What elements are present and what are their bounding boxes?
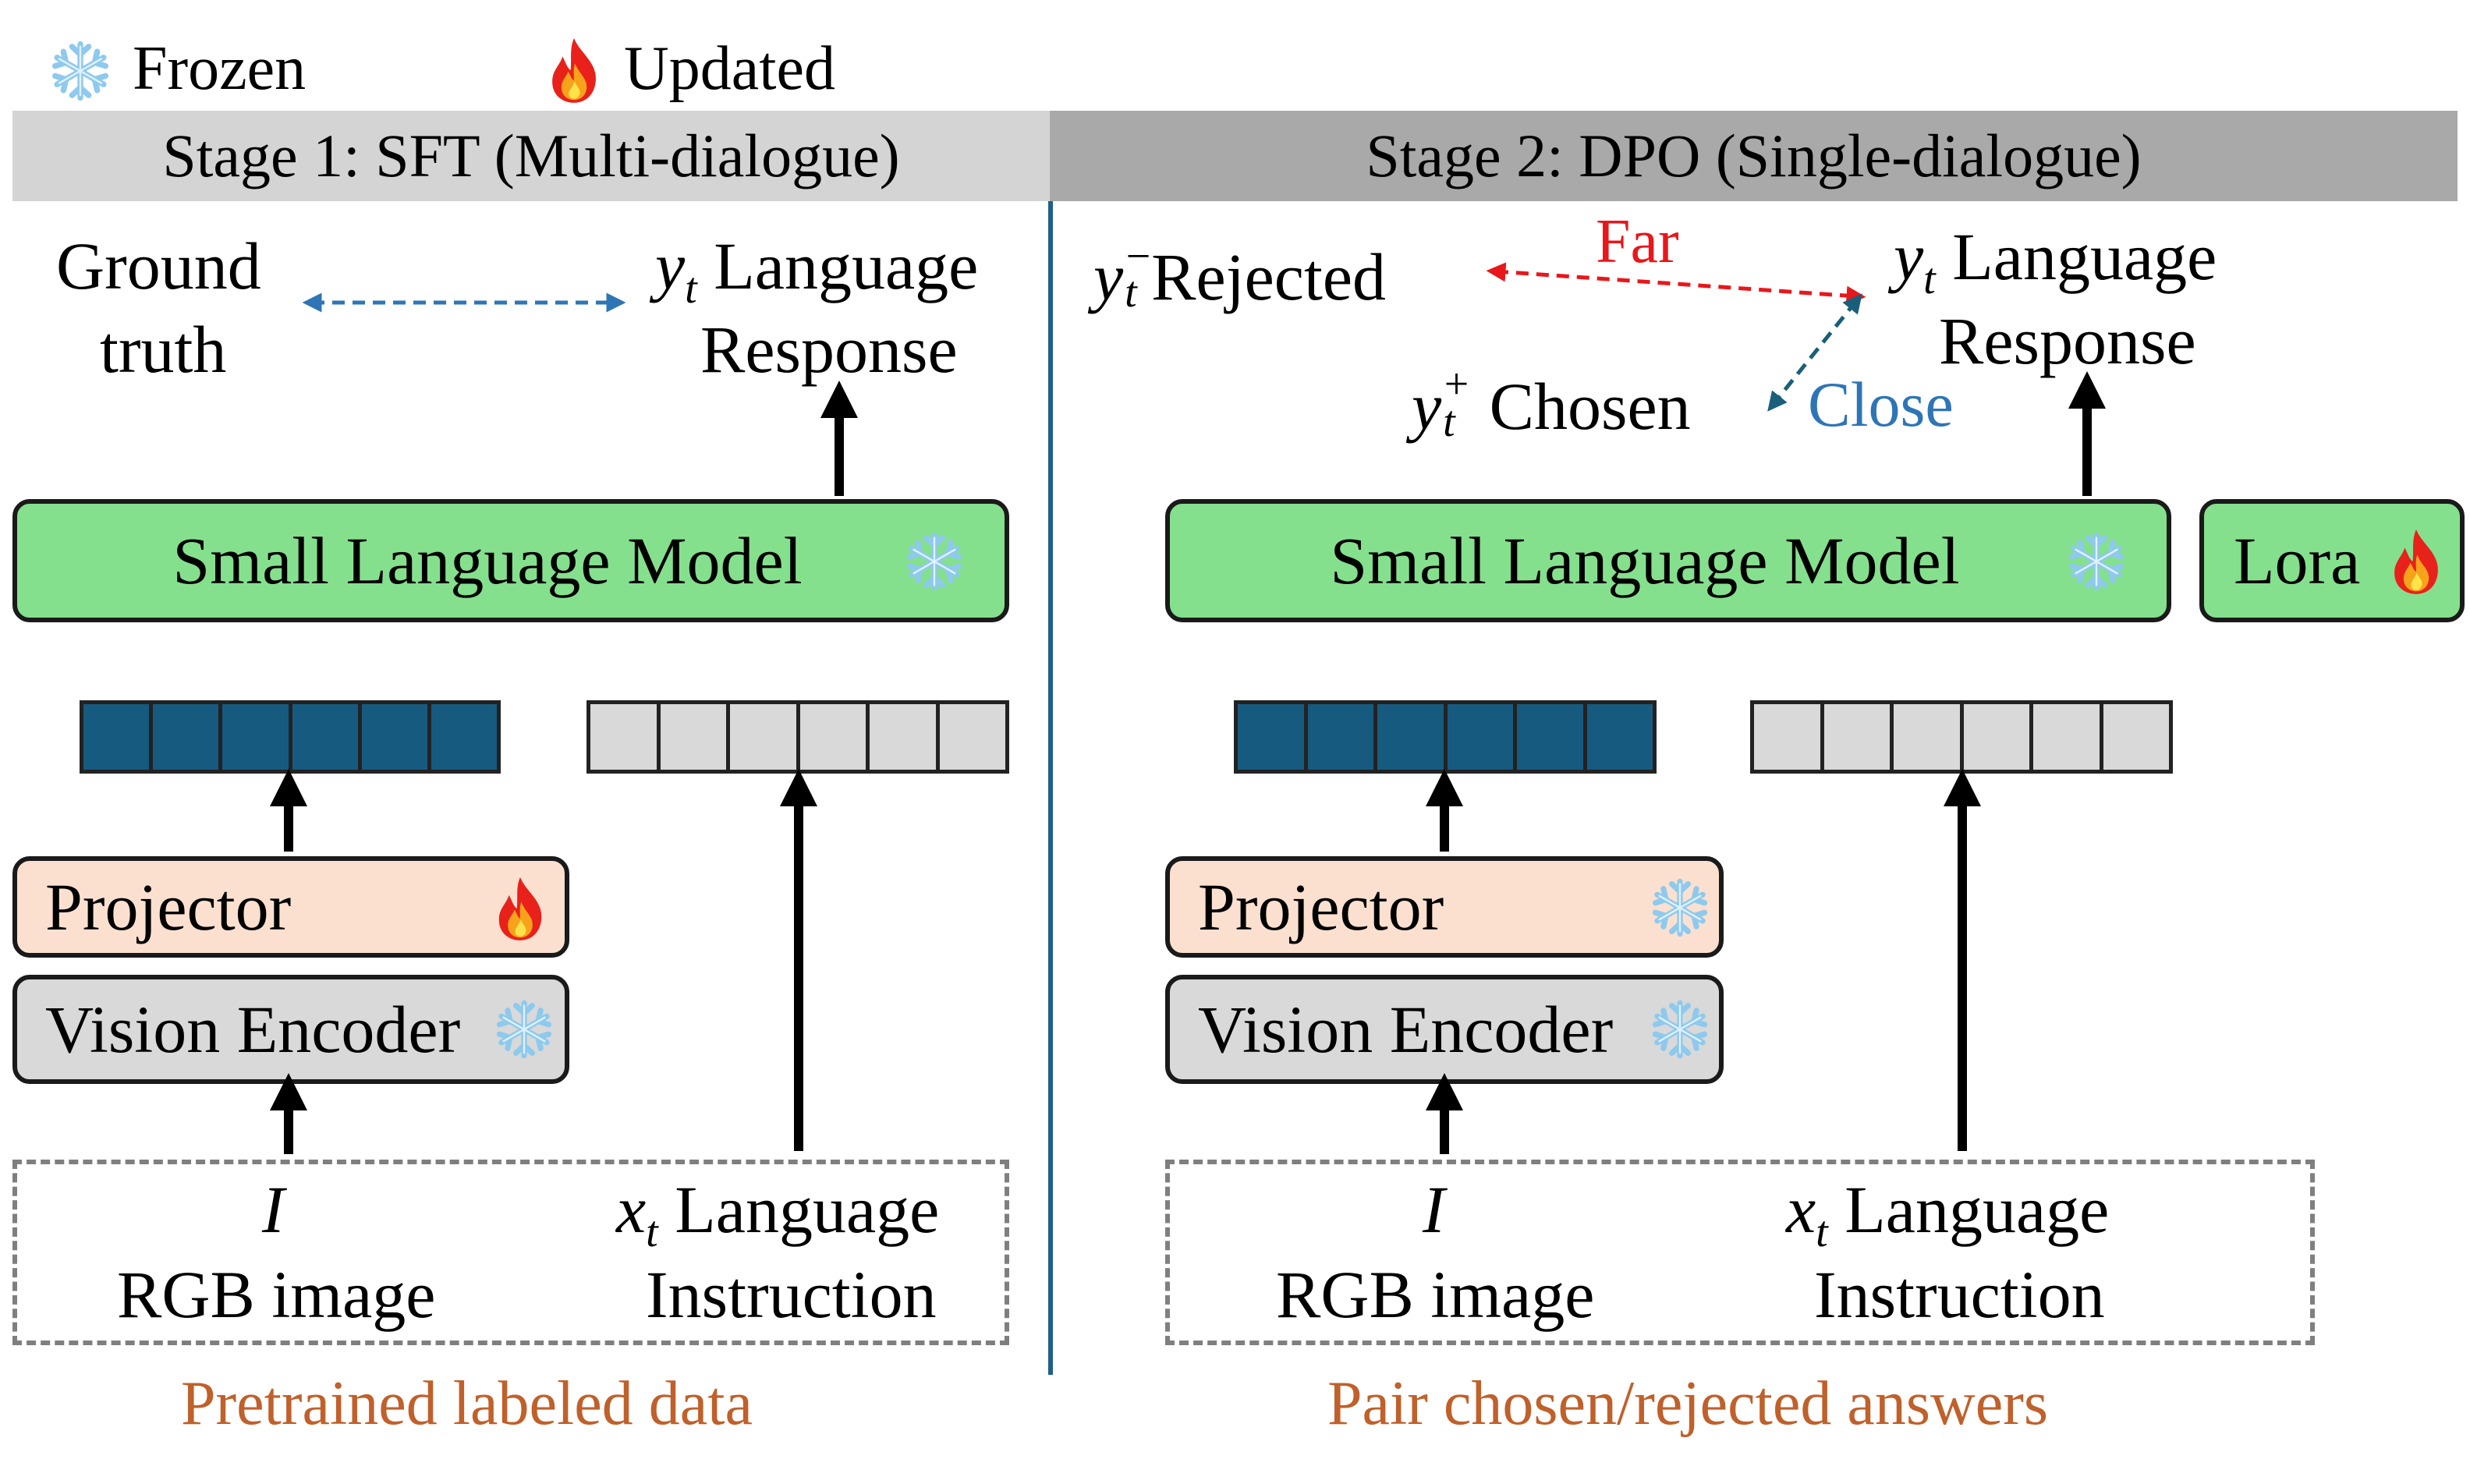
response-subscript: t	[685, 264, 697, 313]
far-label: Far	[1596, 207, 1679, 276]
stage1-image-symbol: I	[262, 1172, 285, 1247]
chosen-text: Chosen	[1489, 369, 1691, 444]
chosen-symbol: y	[1412, 369, 1442, 444]
stage1-instruction-line2: Instruction	[646, 1257, 937, 1332]
ground-truth-line1: Ground	[56, 228, 261, 303]
stage2-response-line2: Response	[1939, 303, 2196, 378]
chosen-superscript: +	[1441, 360, 1471, 409]
stage2-response: yt Language	[1894, 223, 2217, 301]
projector-label: Projector	[1198, 870, 1444, 944]
vision-label: Vision Encoder	[45, 992, 461, 1067]
stage2-projector: Projector	[1165, 856, 1724, 958]
stage1-response: yt Language	[655, 232, 978, 310]
stage1-title: Stage 1: SFT (Multi-dialogue)	[162, 122, 900, 189]
response-line1: Language	[1952, 219, 2217, 294]
slm-label: Small Language Model	[172, 523, 803, 598]
legend-frozen-label: Frozen	[133, 34, 307, 103]
response-symbol: y	[655, 228, 686, 303]
rejected-symbol: y	[1093, 239, 1124, 314]
stage2-small-language-model: Small Language Model	[1165, 499, 2171, 622]
close-label: Close	[1808, 369, 1954, 440]
instruction-subscript: t	[1816, 1208, 1828, 1256]
fire-icon	[2387, 527, 2446, 596]
instruction-line1: Language	[675, 1172, 940, 1247]
snowflake-icon	[1649, 877, 1711, 939]
ground-truth-line2: truth	[100, 312, 227, 387]
response-line1: Language	[714, 228, 979, 303]
stage2-text-tokens	[1750, 700, 2173, 774]
fire-icon	[491, 875, 549, 942]
response-symbol: y	[1894, 219, 1924, 294]
response-subscript: t	[1923, 255, 1936, 303]
stage1-instruction: xt Language	[616, 1176, 939, 1254]
rejected-subscript: t	[1125, 268, 1137, 317]
vision-label: Vision Encoder	[1198, 992, 1614, 1067]
chosen-subscript: t	[1443, 398, 1455, 446]
instruction-symbol: x	[616, 1172, 647, 1247]
instruction-subscript: t	[646, 1208, 658, 1256]
chosen-label: y + t Chosen	[1412, 363, 1691, 444]
stage2-title: Stage 2: DPO (Single-dialogue)	[1366, 122, 2142, 189]
stage2-instruction-line2: Instruction	[1814, 1257, 2105, 1332]
stage1-input-box	[12, 1160, 1009, 1345]
snowflake-icon	[493, 998, 555, 1061]
rejected-superscript: −	[1123, 232, 1153, 281]
stage2-image-symbol: I	[1423, 1172, 1445, 1247]
stage2-instruction: xt Language	[1786, 1176, 2109, 1254]
rejected-text: Rejected	[1151, 239, 1387, 314]
instruction-line1: Language	[1845, 1172, 2110, 1247]
snowflake-icon	[903, 530, 966, 593]
stage2-banner: Stage 2: DPO (Single-dialogue)	[1050, 111, 2458, 201]
stage1-vision-encoder: Vision Encoder	[12, 975, 569, 1084]
stage2-vision-encoder: Vision Encoder	[1165, 975, 1724, 1084]
snowflake-icon	[2065, 530, 2128, 593]
stage2-input-box	[1165, 1160, 2315, 1345]
stage-divider	[1048, 201, 1053, 1375]
instruction-symbol: x	[1786, 1172, 1816, 1247]
stage2-image-label: RGB image	[1276, 1257, 1595, 1332]
stage2-footer: Pair chosen/rejected answers	[1327, 1369, 2049, 1438]
stage1-footer: Pretrained labeled data	[181, 1369, 753, 1438]
stage1-image-label: RGB image	[117, 1257, 436, 1332]
fire-icon	[544, 36, 604, 104]
snowflake-icon	[48, 39, 112, 103]
stage2-image-tokens	[1234, 700, 1657, 774]
stage1-small-language-model: Small Language Model	[12, 499, 1009, 622]
stage1-image-tokens	[80, 700, 501, 774]
snowflake-icon	[1649, 998, 1711, 1061]
stage1-banner: Stage 1: SFT (Multi-dialogue)	[12, 111, 1050, 201]
legend-updated-label: Updated	[624, 34, 836, 103]
slm-label: Small Language Model	[1330, 523, 1960, 598]
stage1-response-line2: Response	[700, 312, 958, 387]
stage1-text-tokens	[586, 700, 1009, 774]
lora-label: Lora	[2234, 523, 2361, 598]
projector-label: Projector	[45, 870, 292, 944]
stage1-projector: Projector	[12, 856, 569, 958]
rejected-label: y − t Rejected	[1093, 235, 1386, 314]
